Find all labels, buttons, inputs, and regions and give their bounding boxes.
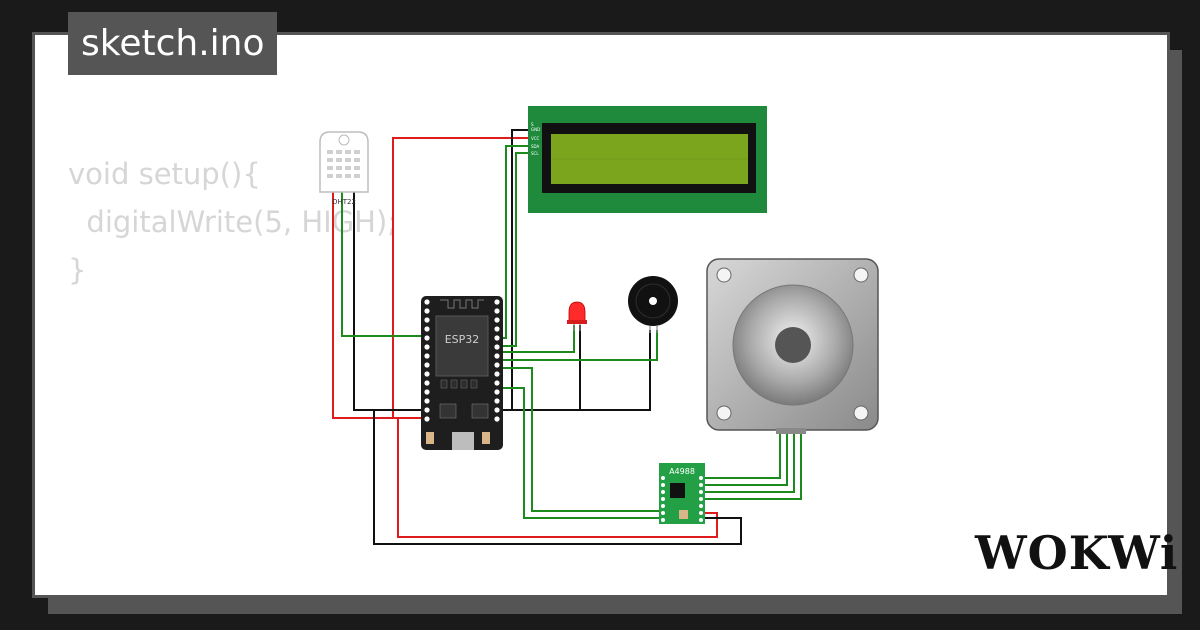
wire-green-lcd-scl (500, 152, 530, 347)
dht22-label: DHT22 (332, 198, 356, 206)
lcd-pin-gnd: GND (531, 127, 540, 132)
wire-black-gnd-bus (500, 330, 651, 411)
esp32-label: ESP32 (445, 333, 480, 346)
wire-green-buzzer (500, 330, 658, 361)
wire-green-dir (500, 387, 661, 519)
a4988-driver: A4988 (659, 463, 705, 524)
dht22-sensor: DHT22 (319, 131, 369, 206)
wire-red-dht-vcc (332, 190, 425, 419)
wire-green-coil-1 (703, 432, 781, 479)
buzzer (628, 276, 678, 333)
wires (332, 129, 802, 545)
wire-green-coil-2 (703, 432, 788, 486)
wire-green-dht-data (341, 190, 425, 337)
code-line-1: void setup(){ (68, 157, 261, 191)
lcd-pin-s: S (531, 122, 534, 127)
wire-green-led (500, 325, 575, 353)
wokwi-logo: WOKWi (975, 526, 1179, 580)
a4988-label: A4988 (669, 467, 695, 476)
led-red (567, 301, 587, 331)
wire-red-lcd-vcc (392, 137, 530, 418)
wire-green-coil-3 (703, 432, 795, 493)
lcd-display: S GND VCC SDA SCL (528, 106, 767, 213)
wire-red-driver-vcc (397, 418, 718, 538)
lcd-pin-vcc: VCC (531, 136, 540, 141)
code-line-2: digitalWrite(5, HIGH); (68, 205, 398, 239)
lcd-pin-sda: SDA (531, 144, 540, 149)
esp32-board: ESP32 (421, 296, 503, 450)
stepper-motor (706, 258, 879, 434)
wire-black-driver-gnd (373, 409, 742, 545)
file-name-tab[interactable]: sketch.ino (68, 12, 278, 75)
wire-green-step (500, 367, 661, 512)
wire-green-coil-4 (703, 432, 802, 500)
wire-black-dht-gnd (353, 190, 425, 411)
code-preview: void setup(){ digitalWrite(5, HIGH);} (68, 150, 397, 294)
lcd-pin-scl: SCL (531, 151, 539, 156)
code-line-3: } (68, 253, 87, 287)
